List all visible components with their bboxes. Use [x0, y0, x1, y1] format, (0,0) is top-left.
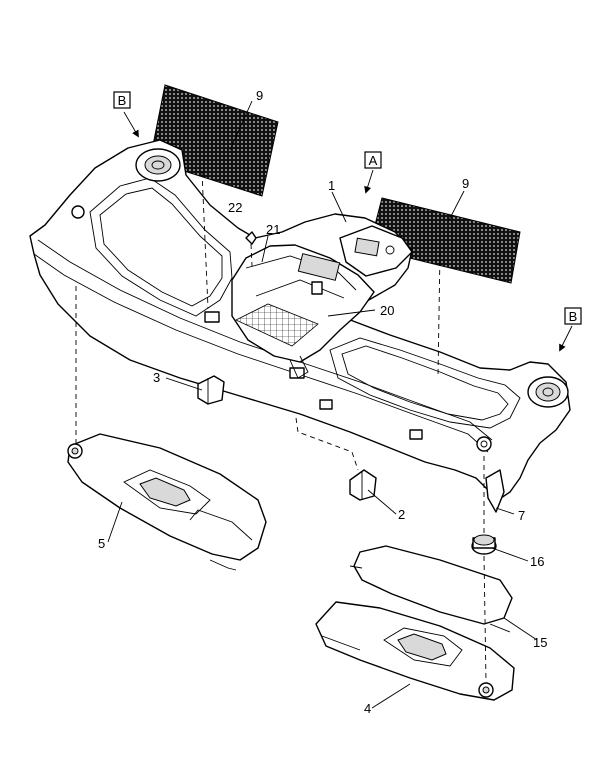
callout-22: 22: [228, 200, 242, 215]
align-line-clip22: [250, 243, 253, 267]
clip-22: [245, 231, 257, 245]
callout-21: 21: [266, 222, 280, 237]
callout-4: 4: [364, 701, 371, 716]
callout-9-left: 9: [256, 88, 263, 103]
callout-2: 2: [398, 507, 405, 522]
callout-9-right: 9: [462, 176, 469, 191]
view-box-b-right: B: [564, 307, 582, 325]
align-line-pad-left: [201, 171, 209, 309]
align-line-bracket2: [295, 417, 359, 471]
view-box-b-left: B: [113, 91, 131, 109]
sun-visor-left: [67, 433, 267, 571]
view-label-a: A: [369, 153, 378, 168]
align-line-pad-right: [437, 251, 441, 377]
bracket-2: [349, 469, 377, 501]
view-label-b-left: B: [118, 93, 127, 108]
view-label-b-right: B: [569, 309, 578, 324]
bracket-3: [197, 375, 225, 405]
overhead-console-module: [231, 225, 413, 379]
align-line-visor-right: [483, 456, 487, 683]
callout-7: 7: [518, 508, 525, 523]
visor-pivot-16: [471, 534, 497, 555]
callout-20: 20: [380, 303, 394, 318]
vanity-mirror-cover: [349, 545, 513, 633]
sun-visor-right: [315, 601, 515, 701]
callout-5: 5: [98, 536, 105, 551]
callout-3: 3: [153, 370, 160, 385]
callout-1: 1: [328, 178, 335, 193]
view-box-a: A: [364, 151, 382, 169]
callout-16: 16: [530, 554, 544, 569]
callout-15: 15: [533, 635, 547, 650]
